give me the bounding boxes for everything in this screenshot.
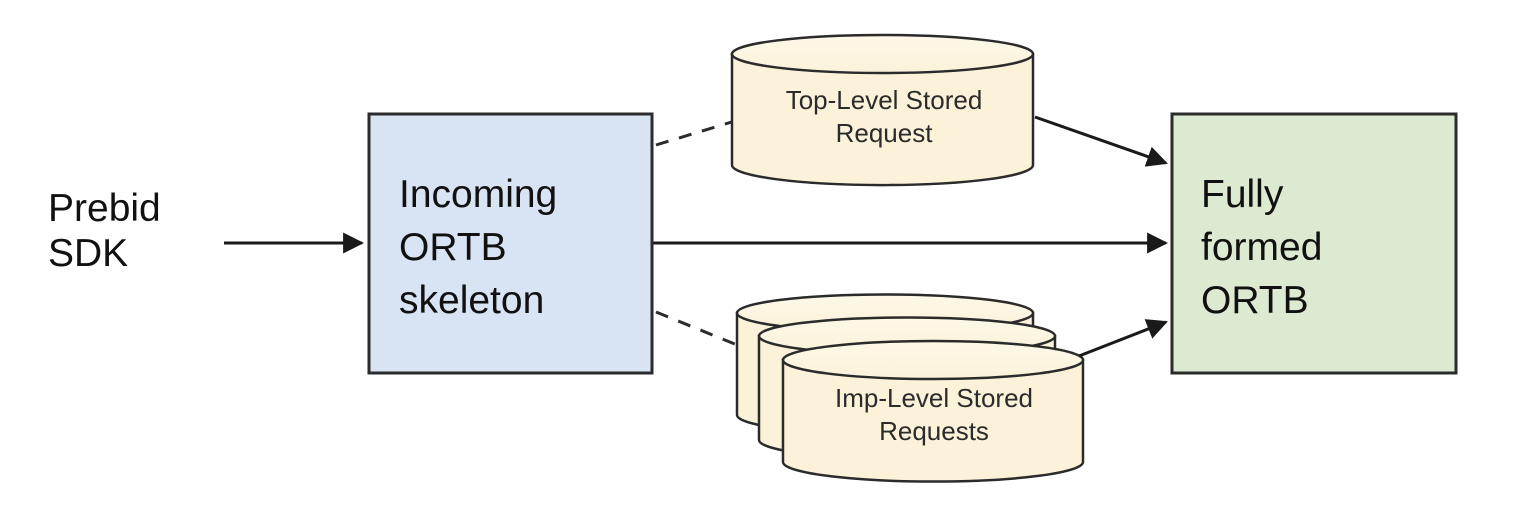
cylinder-top-ellipse: [730, 33, 1035, 75]
node-top-level-stored-request: [730, 33, 1035, 187]
cylinder-stack-layer-front: [781, 339, 1085, 483]
node-imp-level-stored-requests: [735, 293, 1085, 483]
edge-incoming-to-top-level: [655, 119, 736, 147]
edge-imp-level-to-fully-formed: [1078, 319, 1168, 358]
node-fully-formed-ortb: [1170, 112, 1458, 375]
node-incoming-ortb-skeleton: [367, 112, 654, 375]
edge-top-level-to-fully-formed: [1034, 115, 1168, 167]
cylinder-body: [730, 52, 1035, 187]
